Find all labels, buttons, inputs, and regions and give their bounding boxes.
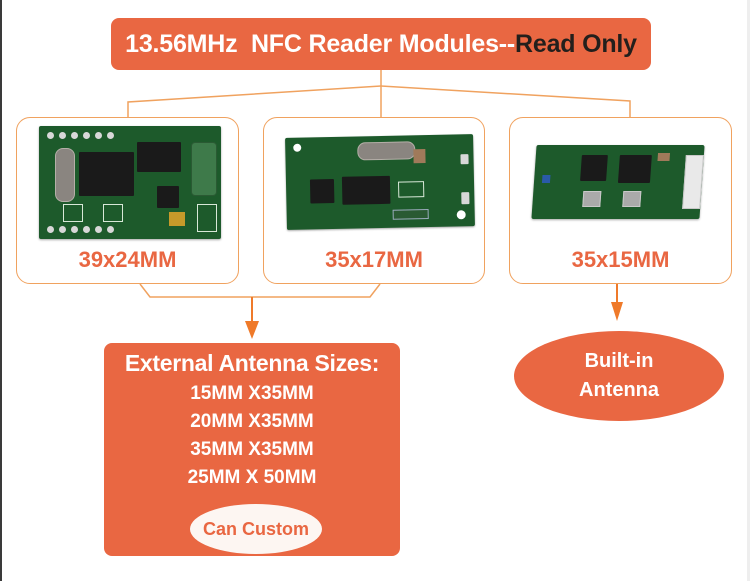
pcb-image-35x17 [285,134,475,230]
antenna-size-item: 35MM X35MM [190,439,314,460]
antenna-size-list: 15MM X35MM 20MM X35MM 35MM X35MM 25MM X … [104,380,400,492]
antenna-size-item: 15MM X35MM [190,383,314,404]
pcb-image-39x24 [39,126,221,239]
arrow-down-icon [611,302,623,321]
external-antenna-box: External Antenna Sizes: 15MM X35MM 20MM … [104,343,400,556]
module-card-39x24: 39x24MM [16,117,239,284]
arrow-down-icon [245,321,259,339]
title-banner: 13.56MHz NFC Reader Modules--Read Only [111,18,651,70]
left-border [0,0,2,581]
antenna-size-item: 25MM X 50MM [187,467,317,488]
module-size-label: 35x15MM [571,247,670,272]
title-main: 13.56MHz NFC Reader Modules-- [125,29,516,58]
builtin-antenna-line1: Built-in [584,350,654,372]
pcb-image-35x15 [531,145,705,219]
antenna-size-item: 20MM X35MM [190,411,314,432]
module-size-label: 39x24MM [78,247,177,272]
builtin-antenna-ellipse: Built-in Antenna [514,331,724,421]
builtin-antenna-line2: Antenna [579,379,659,401]
right-border [747,0,750,581]
can-custom-badge: Can Custom [190,504,322,554]
external-antenna-heading: External Antenna Sizes: [124,350,380,376]
module-card-35x17: 35x17MM [263,117,485,284]
module-card-35x15: 35x15MM [509,117,732,284]
module-size-label: 35x17MM [325,247,423,272]
title-emphasis: Read Only [515,29,637,58]
